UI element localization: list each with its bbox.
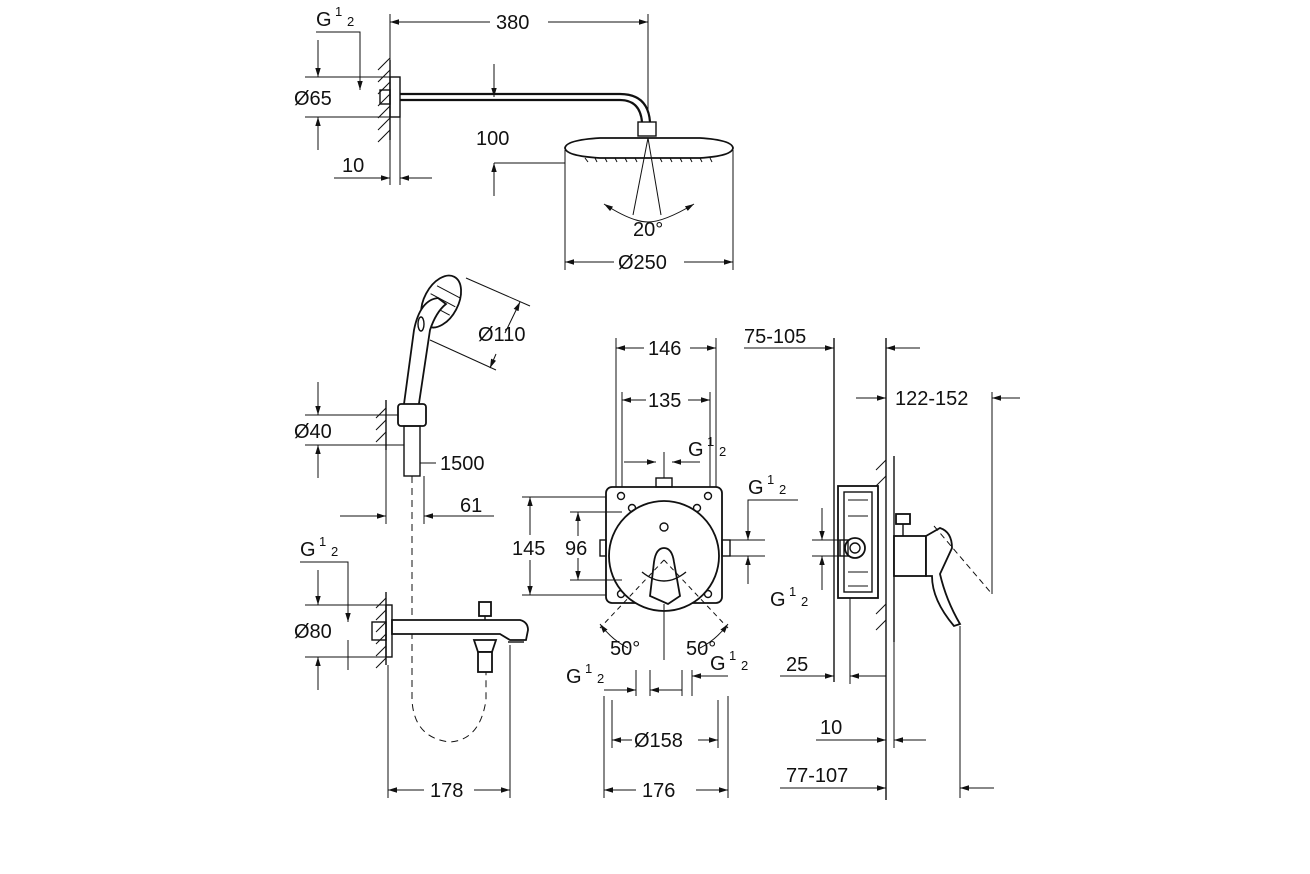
side-depth-range-label: 77-107 [786,765,848,787]
side-thread-num: 1 [789,584,796,599]
box-top-thread-den: 2 [719,444,726,459]
overhead-thread-den: 2 [347,14,354,29]
box-height-inner-label: 96 [565,538,587,560]
holder-diameter-label: Ø40 [294,421,332,443]
overhead-flange-depth-label: 10 [342,155,364,177]
mixer-front-view: 146 135 G 1 2 G 1 2 145 96 50 [512,338,798,802]
overhead-flange-diameter-label: Ø65 [294,88,332,110]
box-top-thread-label: G [688,439,704,461]
mixer-side-view: 75-105 122-152 G 1 2 25 10 77-107 [744,326,1020,800]
overhead-thread-num: 1 [335,4,342,19]
box-side-thread-num: 1 [767,472,774,487]
overhead-arm-length-label: 380 [496,12,529,34]
side-depth-10-label: 10 [820,717,842,739]
overhead-head-diameter-label: Ø250 [618,252,667,274]
spout-thread-num: 1 [319,534,326,549]
bottom-thread-right-den: 2 [741,658,748,673]
rotation-right-label: 50° [686,638,716,660]
bottom-thread-left-num: 1 [585,661,592,676]
bottom-thread-right-label: G [710,653,726,675]
spout-thread-label: G [300,539,316,561]
box-side-thread-den: 2 [779,482,786,497]
hose-length-label: 1500 [440,453,485,475]
box-height-outer-label: 145 [512,538,545,560]
rosette-diameter-label: Ø158 [634,730,683,752]
projection-range-label: 122-152 [895,388,968,410]
spout-length-label: 178 [430,780,463,802]
box-top-thread-num: 1 [707,434,714,449]
side-thread-label: G [770,589,786,611]
box-width-inner-label: 135 [648,390,681,412]
bottom-thread-right-num: 1 [729,648,736,663]
hand-shower-diameter-label: Ø110 [478,324,525,346]
spout-flange-diameter-label: Ø80 [294,621,332,643]
side-depth-25-label: 25 [786,654,808,676]
rosette-width-label: 176 [642,780,675,802]
side-thread-den: 2 [801,594,808,609]
spout-thread-den: 2 [331,544,338,559]
bottom-thread-left-label: G [566,666,582,688]
holder-projection-label: 61 [460,495,482,517]
rotation-left-label: 50° [610,638,640,660]
box-side-thread-label: G [748,477,764,499]
overhead-drop-label: 100 [476,128,509,150]
overhead-shower-view: 380 G 1 2 Ø65 10 100 20° Ø250 [294,4,734,274]
bottom-thread-left-den: 2 [597,671,604,686]
box-width-outer-label: 146 [648,338,681,360]
bath-spout-view: G 1 2 Ø80 178 [294,534,529,802]
hand-shower-view: Ø110 Ø40 1500 61 [294,274,531,743]
overhead-tilt-angle-label: 20° [633,219,663,241]
overhead-thread-label: G [316,9,332,31]
wall-depth-range-label: 75-105 [744,326,806,348]
